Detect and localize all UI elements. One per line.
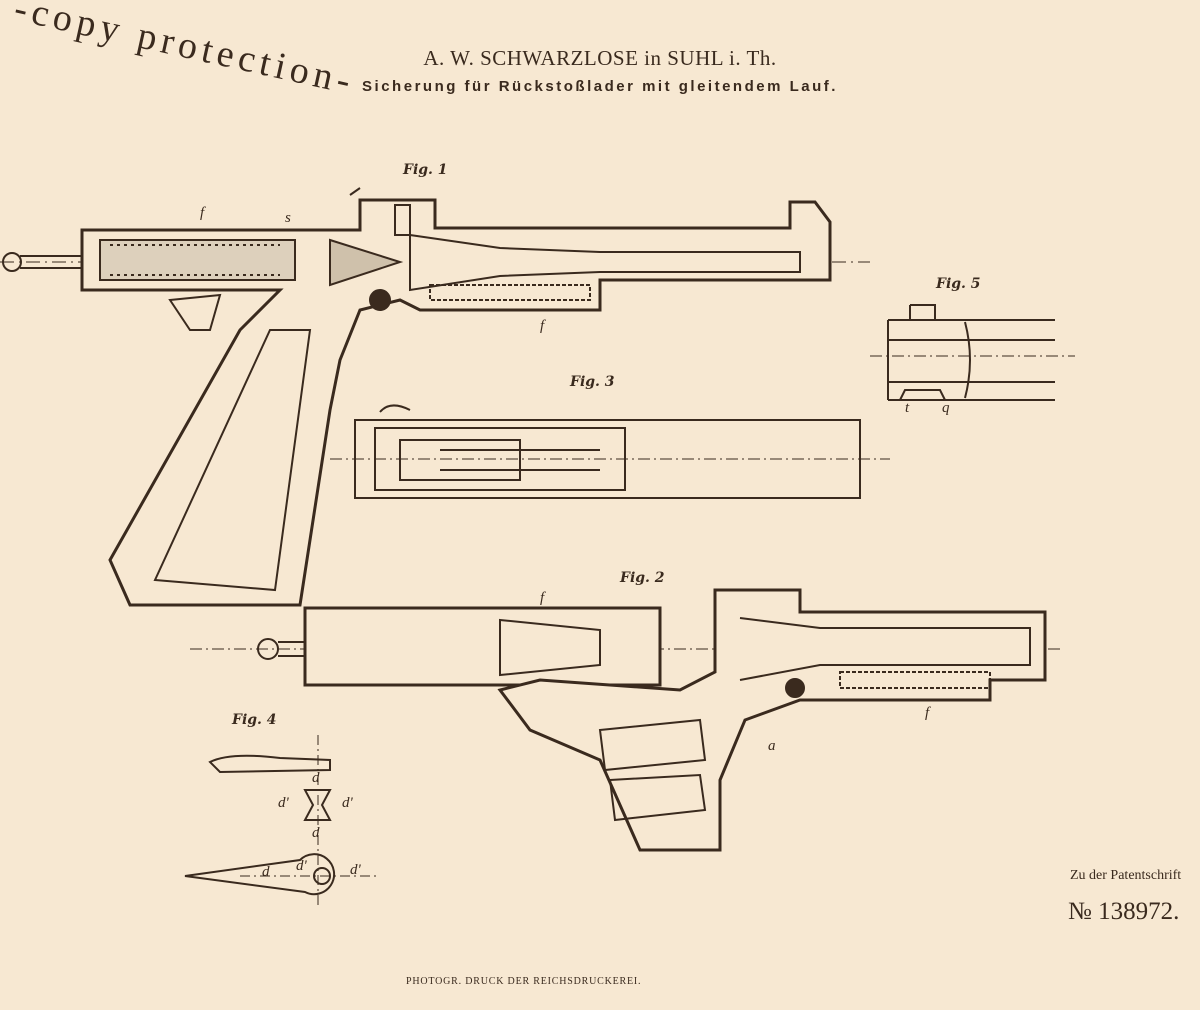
fig3-drawing: [330, 404, 890, 499]
label-d-prime-2: d': [296, 858, 307, 874]
fig2-drawing: [190, 588, 1060, 852]
label-d-prime-3: d': [350, 862, 361, 878]
fig1-label: Fig. 1: [403, 162, 448, 178]
label-d-prime-right: d': [342, 795, 353, 811]
fig3-label: Fig. 3: [570, 374, 615, 390]
label-f3: f: [540, 590, 545, 606]
fig4-drawing: [184, 735, 380, 905]
label-d3: d: [262, 864, 270, 880]
label-t: t: [905, 400, 910, 416]
fig2-label: Fig. 2: [620, 570, 665, 586]
fig5-label: Fig. 5: [936, 276, 981, 292]
printer-footer: PHOTOGR. DRUCK DER REICHSDRUCKEREI.: [406, 976, 642, 987]
label-d-prime-left: d': [278, 795, 289, 811]
label-f: f: [200, 205, 205, 221]
patent-caption: Zu der Patentschrift: [1070, 868, 1182, 883]
patent-number: № 138972.: [1068, 898, 1180, 925]
label-f4: f: [925, 705, 930, 721]
label-d: d: [312, 770, 320, 786]
label-a: a: [768, 738, 776, 754]
fig4-label: Fig. 4: [232, 712, 277, 728]
label-f2: f: [540, 318, 545, 334]
label-s: s: [285, 210, 291, 226]
applicant-heading: A. W. SCHWARZLOSE in SUHL i. Th.: [423, 46, 777, 70]
patent-title: Sicherung für Rückstoßlader mit gleitend…: [362, 78, 838, 95]
fig1-pistol-drawing: [0, 187, 870, 607]
label-q: q: [942, 400, 950, 416]
label-d2: d: [312, 825, 320, 841]
fig5-drawing: [870, 304, 1075, 401]
